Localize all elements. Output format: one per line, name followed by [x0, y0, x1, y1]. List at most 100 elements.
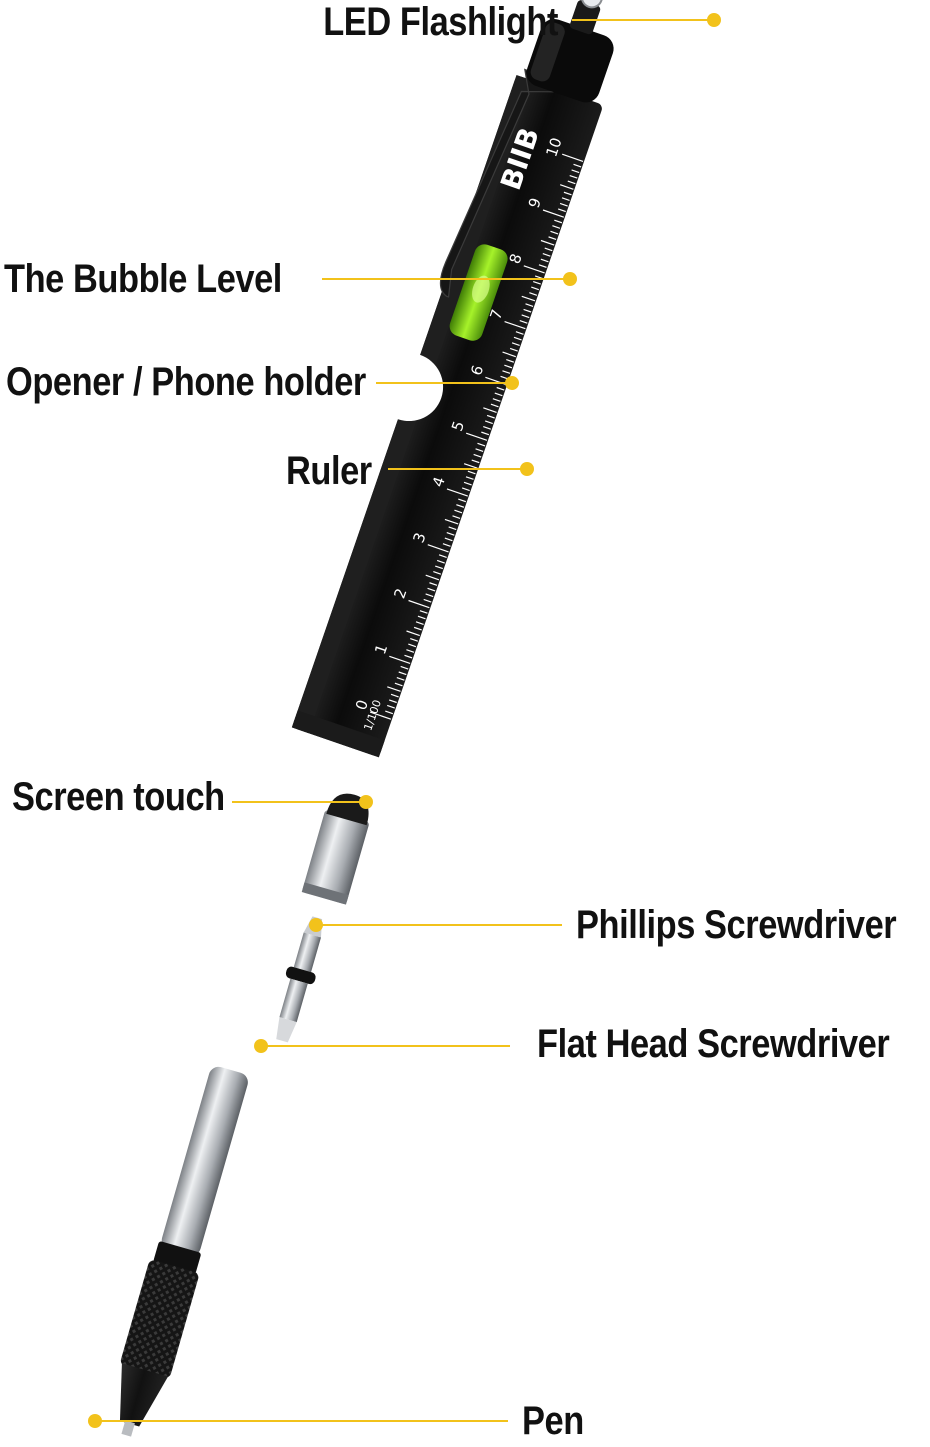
ruler-tick [504, 321, 526, 330]
ruler-tick [404, 654, 413, 659]
ruler-tick [529, 292, 538, 296]
dot-screen [359, 795, 373, 809]
ruler-tick [396, 677, 405, 681]
ruler-tick [496, 386, 505, 391]
dot-pen [88, 1414, 102, 1428]
ruler-tick [509, 347, 518, 352]
ruler-tick [463, 463, 478, 469]
ruler-tick [446, 488, 468, 497]
ruler-tick [515, 331, 524, 335]
ruler-tick [550, 230, 559, 235]
opener-notch [375, 353, 444, 422]
ruler-tick [406, 630, 420, 637]
ruler-tick [458, 498, 467, 503]
label-pen: Pen [522, 1399, 584, 1443]
dot-flat [254, 1039, 268, 1053]
ruler-tick [569, 174, 578, 179]
ruler-tick [561, 197, 570, 201]
ruler-tick [456, 504, 465, 508]
dot-bubble [563, 272, 577, 286]
ruler-tick [417, 615, 426, 620]
ruler-tick [438, 554, 447, 559]
stylus-sleeve [302, 810, 369, 904]
ruler-tick [548, 236, 557, 241]
ruler-tick [425, 574, 440, 581]
ruler-tick [465, 476, 474, 480]
ruler-tick [525, 303, 534, 307]
ruler-tick [452, 515, 461, 519]
ruler-tick [562, 153, 584, 162]
sleeve-thread [301, 882, 349, 905]
pocket-clip [439, 68, 558, 298]
flat-tip [276, 1017, 297, 1043]
ruler-tick [436, 559, 445, 564]
ruler-tick [540, 258, 549, 263]
ruler-tick [511, 342, 520, 347]
ruler-tick [502, 370, 511, 374]
ruler-tick [532, 280, 541, 285]
ruler-tick [435, 565, 443, 570]
pen-cone [119, 1363, 169, 1427]
ruler-tick [444, 537, 453, 542]
ruler-tick [513, 336, 522, 341]
dot-ruler [520, 462, 534, 476]
ruler-tick [400, 665, 409, 670]
ruler-tick [477, 442, 486, 447]
ruler-tick [538, 264, 547, 268]
label-phillips-screwdriver: Phillips Screwdriver [576, 903, 897, 947]
ruler-tick [557, 208, 566, 213]
ruler-tick [406, 649, 415, 653]
ruler-tick [544, 247, 553, 252]
ruler-tick [473, 453, 482, 458]
ruler-tick [446, 531, 455, 536]
ruler-number: 10 [542, 135, 565, 159]
barrel-bottom [291, 710, 385, 758]
ruler-tick [419, 610, 428, 614]
ruler-tick [531, 286, 540, 291]
label-ruler: Ruler [286, 449, 372, 493]
ruler-tick [519, 319, 528, 324]
ruler-tick [486, 414, 495, 419]
ruler-tick [387, 704, 395, 709]
ruler-tick [425, 593, 434, 598]
cap-highlight [530, 22, 565, 82]
ruler-tick [554, 219, 563, 224]
led-socket [569, 0, 601, 35]
ruler-tick [385, 710, 394, 715]
label-flat-head-screwdriver: Flat Head Screwdriver [537, 1022, 890, 1066]
dot-led [707, 13, 721, 27]
ruler-tick [427, 544, 449, 553]
ruler-tick [552, 225, 561, 229]
ruler-tick [433, 571, 442, 575]
ruler-tick [390, 693, 399, 698]
bit-hex-upper [293, 932, 321, 973]
ruler-tick [465, 432, 488, 441]
label-screen-touch: Screen touch [12, 775, 225, 819]
leader-dots [88, 13, 721, 1428]
ruler-tick [427, 587, 436, 592]
ruler-tick [429, 582, 438, 586]
ruler-tick [408, 643, 417, 648]
ruler-tick [571, 169, 580, 174]
led-bulb [580, 0, 603, 9]
ruler-tick [423, 598, 432, 603]
ruler-tick [521, 314, 530, 319]
ruler-tick [494, 392, 503, 397]
leader-lines [95, 19, 714, 1422]
ruler-tick [387, 686, 401, 692]
ruler-tick [413, 626, 422, 631]
pen-barrel [293, 76, 602, 756]
ruler-tick [483, 407, 497, 413]
ruler-tick [506, 359, 515, 363]
pen-silver-barrel [161, 1066, 248, 1256]
ruler-tick [415, 621, 424, 625]
ruler-tick [567, 180, 576, 185]
ruler-tick [461, 487, 470, 492]
ruler-tick [454, 509, 463, 514]
ruler-tick [521, 295, 536, 302]
ruler-tick [389, 655, 411, 665]
ruler-tick [540, 239, 555, 246]
ruler-tick [369, 711, 392, 720]
ruler-tick [463, 481, 472, 486]
